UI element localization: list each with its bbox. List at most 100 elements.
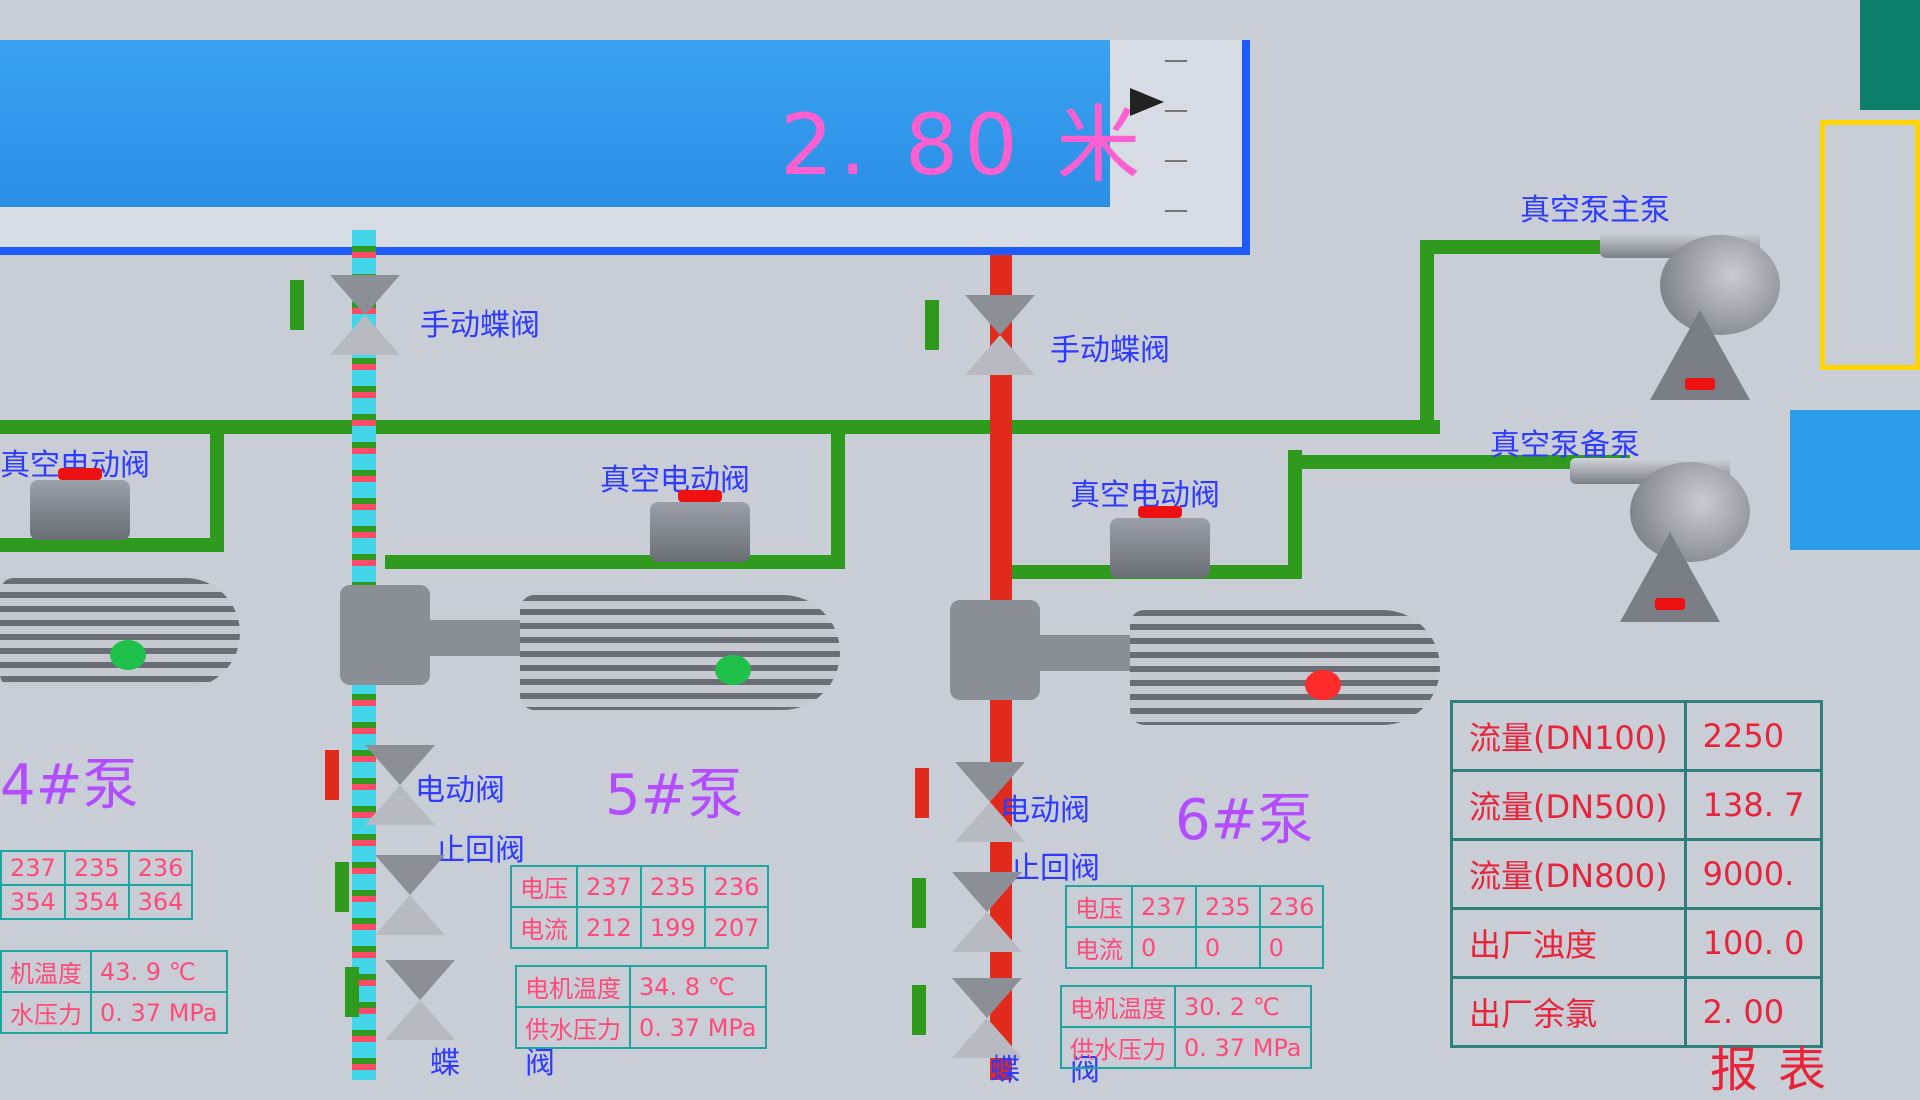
vacuum-main-status-light — [1685, 378, 1715, 390]
label-electric-valve: 电动阀 — [415, 773, 505, 808]
vacuum-pipe — [385, 555, 845, 569]
side-panel-frame — [1820, 120, 1920, 370]
manual-butterfly-valve-6[interactable] — [965, 295, 1035, 375]
valve-handle — [912, 878, 926, 928]
voltage-label: 电压 — [1065, 885, 1133, 928]
current-b: 199 — [639, 906, 706, 949]
valve-handle — [335, 862, 349, 912]
table-row: 供水压力 0. 37 MPa — [1060, 1026, 1312, 1069]
table-row: 出厂余氯 2. 00 — [1450, 976, 1824, 1048]
pump4-status-light — [110, 640, 146, 670]
voltage-b: 235 — [63, 850, 130, 886]
vacuum-pipe — [210, 420, 224, 550]
pump6-motor[interactable] — [1130, 610, 1440, 725]
tank-level-readout: 2. 80 米 — [780, 96, 1147, 194]
flow-value: 2250 — [1683, 700, 1824, 772]
pump5-label: 5#泵 — [605, 763, 744, 828]
pump6-check-valve[interactable] — [952, 872, 1022, 952]
plant-flow-table: 流量(DN100) 2250 流量(DN500) 138. 7 流量(DN800… — [1450, 700, 1824, 1048]
pump4-motor[interactable] — [0, 578, 240, 688]
vacuum-electric-valve-5[interactable] — [650, 502, 750, 562]
water-pressure-value: 0. 37 MPa — [90, 991, 228, 1034]
current-c: 0 — [1258, 926, 1325, 969]
current-a: 354 — [0, 884, 66, 920]
pump5-butterfly-valve[interactable] — [385, 960, 455, 1040]
motor-temp-label: 电机温度 — [515, 965, 631, 1008]
label-electric-valve: 电动阀 — [1000, 793, 1090, 828]
valve-indicator — [58, 468, 102, 480]
table-row: 水压力 0. 37 MPa — [0, 991, 228, 1034]
vacuum-pipe — [831, 420, 845, 569]
vacuum-backup-status-light — [1655, 598, 1685, 610]
flow-label: 流量(DN100) — [1450, 700, 1687, 772]
label-butterfly-valve: 蝶 — [430, 1046, 460, 1081]
table-row: 电机温度 30. 2 ℃ — [1060, 985, 1312, 1028]
label-vacuum-backup: 真空泵备泵 — [1490, 428, 1640, 463]
motor-temp-label: 电机温度 — [1060, 985, 1176, 1028]
pump6-status-table: 电机温度 30. 2 ℃ 供水压力 0. 37 MPa — [1060, 985, 1312, 1069]
gauge-tick — [1165, 210, 1187, 212]
valve-handle — [290, 280, 304, 330]
pump5-check-valve[interactable] — [375, 855, 445, 935]
label-manual-valve: 手动蝶阀 — [1050, 333, 1170, 368]
water-pressure-label: 供水压力 — [1060, 1026, 1176, 1069]
side-level-bar — [1790, 410, 1920, 550]
pump5-shaft — [420, 620, 530, 656]
table-row: 流量(DN100) 2250 — [1450, 700, 1824, 772]
flow-label: 流量(DN800) — [1450, 838, 1687, 910]
table-row: 电流 212 199 207 — [510, 906, 770, 949]
water-pressure-label: 水压力 — [0, 991, 92, 1034]
motor-temp-value: 43. 9 ℃ — [90, 950, 228, 993]
table-row: 237 235 236 — [0, 850, 194, 886]
table-row: 机温度 43. 9 ℃ — [0, 950, 228, 993]
vacuum-pipe — [1300, 455, 1630, 469]
valve-handle — [325, 750, 339, 800]
table-row: 供水压力 0. 37 MPa — [515, 1006, 767, 1049]
label-butterfly-valve: 蝶 — [990, 1053, 1020, 1088]
pump4-electrical-table: 237 235 236 354 354 364 — [0, 850, 194, 920]
pump6-label: 6#泵 — [1175, 788, 1314, 853]
pump5-motor[interactable] — [520, 595, 840, 710]
status-block — [1860, 0, 1920, 110]
current-a: 212 — [576, 906, 642, 949]
label-check-valve: 止回阀 — [435, 833, 525, 868]
voltage-a: 237 — [0, 850, 66, 886]
manual-butterfly-valve-5[interactable] — [330, 275, 400, 355]
valve-handle — [345, 967, 359, 1017]
voltage-label: 电压 — [510, 865, 578, 908]
water-pressure-value: 0. 37 MPa — [629, 1006, 767, 1049]
pump6-butterfly-valve[interactable] — [952, 978, 1022, 1058]
pump6-shaft — [1030, 635, 1140, 671]
water-pressure-value: 0. 37 MPa — [1174, 1026, 1312, 1069]
current-b: 354 — [63, 884, 130, 920]
pump5-electric-valve[interactable] — [365, 745, 435, 825]
pump6-electric-valve[interactable] — [955, 762, 1025, 842]
vacuum-electric-valve-6[interactable] — [1110, 518, 1210, 578]
voltage-c: 236 — [1258, 885, 1325, 928]
motor-temp-label: 机温度 — [0, 950, 92, 993]
gauge-tick — [1165, 110, 1187, 112]
report-button[interactable]: 报表 — [1710, 1042, 1847, 1098]
pump6-status-light — [1305, 670, 1341, 700]
voltage-b: 235 — [1194, 885, 1261, 928]
water-pressure-label: 供水压力 — [515, 1006, 631, 1049]
vacuum-pipe — [1288, 450, 1302, 579]
table-row: 电压 237 235 236 — [1065, 885, 1325, 928]
pump5-electrical-table: 电压 237 235 236 电流 212 199 207 — [510, 865, 770, 949]
motor-temp-value: 34. 8 ℃ — [629, 965, 767, 1008]
pump5-status-light — [715, 655, 751, 685]
turbidity-value: 100. 0 — [1683, 907, 1824, 979]
valve-handle — [912, 985, 926, 1035]
pump5-head — [340, 585, 430, 685]
voltage-b: 235 — [639, 865, 706, 908]
label-manual-valve: 手动蝶阀 — [420, 308, 540, 343]
current-a: 0 — [1131, 926, 1197, 969]
valve-handle — [925, 300, 939, 350]
voltage-a: 237 — [576, 865, 642, 908]
water-level-fill — [0, 40, 1110, 207]
vacuum-pipe — [1420, 240, 1630, 254]
voltage-a: 237 — [1131, 885, 1197, 928]
chlorine-label: 出厂余氯 — [1450, 976, 1687, 1048]
table-row: 流量(DN800) 9000. — [1450, 838, 1824, 910]
vacuum-electric-valve-4[interactable] — [30, 480, 130, 540]
